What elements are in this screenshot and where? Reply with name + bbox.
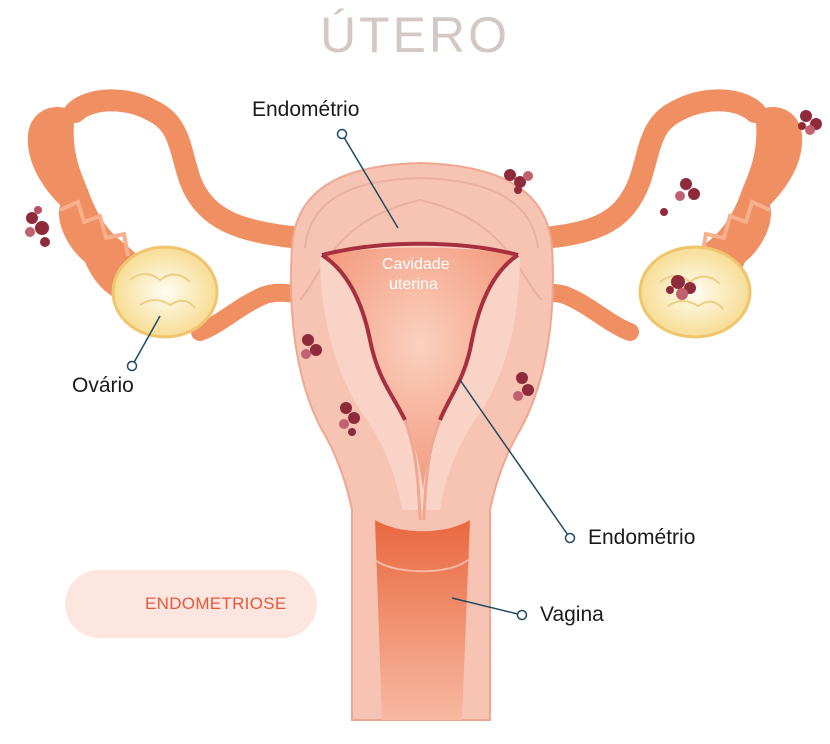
leader-dot-endometrio-right xyxy=(566,534,575,543)
label-ovario: Ovário xyxy=(72,374,134,398)
legend-pill: ENDOMETRIOSE xyxy=(65,570,317,638)
label-endometrio-right: Endométrio xyxy=(588,526,695,550)
label-cavidade-line1: Cavidade xyxy=(382,256,450,274)
page-title: ÚTERO xyxy=(0,6,830,64)
legend-label: ENDOMETRIOSE xyxy=(145,594,287,614)
leader-dot-endometrio-top xyxy=(338,130,347,139)
right-ovary xyxy=(640,247,750,337)
lesion-right-tube xyxy=(798,110,822,135)
uterus xyxy=(291,163,553,720)
left-ovary xyxy=(113,247,217,337)
label-cavidade-line2: uterina xyxy=(389,276,438,294)
label-vagina: Vagina xyxy=(540,603,604,627)
lesion-left-tube xyxy=(25,206,50,247)
label-endometrio-top: Endométrio xyxy=(252,98,359,122)
lesion-right-pelvis xyxy=(660,178,700,216)
leader-dot-ovario xyxy=(128,362,137,371)
leader-dot-vagina xyxy=(518,611,527,620)
